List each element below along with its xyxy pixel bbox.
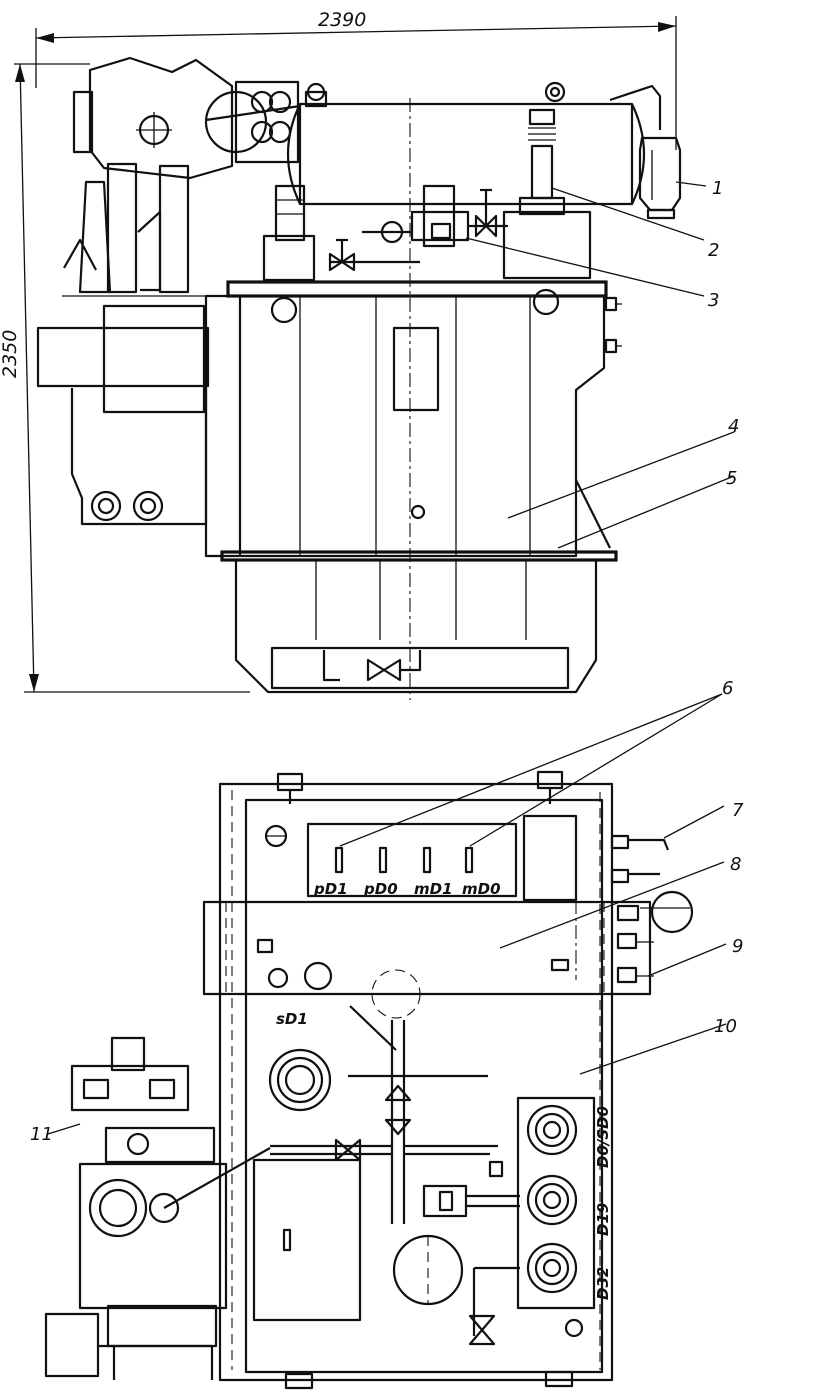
height-dimension-label: 2350 — [0, 330, 21, 378]
callout-8: 8 — [730, 854, 741, 875]
piping-plan — [270, 1020, 584, 1346]
tap-changer-plan — [44, 1036, 271, 1380]
tap-terminal-strip — [306, 822, 518, 898]
oil-pit — [252, 1158, 362, 1322]
tank-bottom — [234, 560, 598, 694]
tank-body — [204, 280, 622, 562]
callout-3: 3 — [708, 290, 719, 311]
tap-label-d19: D19 — [594, 1203, 612, 1236]
tap-label-md0: mD0 — [462, 880, 501, 898]
width-dimension-label: 2390 — [318, 9, 366, 31]
callout-10: 10 — [714, 1016, 737, 1037]
tap-label-d0-sd0: D0/SD0 — [594, 1106, 612, 1168]
tap-label-pd1: pD1 — [313, 880, 348, 898]
terminal-box — [522, 814, 578, 902]
gas-relay — [362, 184, 508, 248]
side-taps — [610, 834, 694, 984]
air-dryer-breather — [609, 84, 682, 220]
tap-changer-assembly — [36, 56, 301, 526]
top-view — [44, 693, 727, 1390]
callout-4: 4 — [728, 416, 739, 437]
tap-label-sd1: sD1 — [276, 1010, 308, 1028]
hv-bushing-plan — [268, 1005, 488, 1112]
callout-leaders-top — [465, 181, 735, 549]
callout-11: 11 — [30, 1124, 53, 1145]
callout-5: 5 — [726, 468, 737, 489]
callout-1: 1 — [712, 178, 723, 199]
lv-bushings-plan — [516, 1096, 596, 1310]
dimension-lines — [14, 16, 677, 693]
tap-label-md1: mD1 — [414, 880, 453, 898]
callout-9: 9 — [732, 936, 743, 957]
callout-2: 2 — [708, 240, 719, 261]
connecting-pipe — [328, 238, 420, 272]
conservator-tank — [286, 81, 646, 700]
bushing-base — [262, 234, 316, 282]
callout-7: 7 — [732, 800, 744, 821]
hv-bushing — [518, 108, 566, 216]
conservator-plan — [202, 900, 652, 1019]
lv-terminal-box — [502, 210, 592, 280]
bushing-insulator — [274, 184, 306, 242]
tap-label-d32: D32 — [594, 1267, 612, 1300]
callout-leaders-bottom — [47, 693, 727, 1135]
side-view — [36, 56, 735, 700]
callout-6: 6 — [722, 678, 733, 699]
tap-label-pd0: pD0 — [363, 880, 398, 898]
